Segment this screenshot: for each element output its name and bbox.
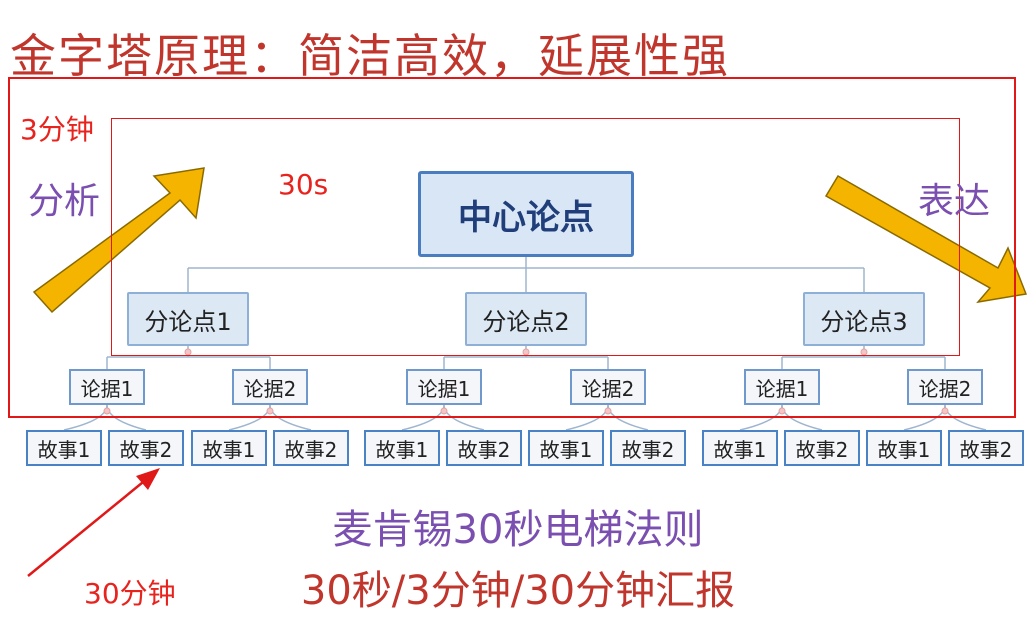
sub-point-box: 分论点3 bbox=[803, 292, 925, 346]
central-argument-box: 中心论点 bbox=[418, 171, 634, 257]
story-box: 故事1 bbox=[364, 430, 440, 466]
story-box: 故事1 bbox=[26, 430, 102, 466]
evidence-box: 论据1 bbox=[69, 369, 145, 405]
story-box: 故事1 bbox=[528, 430, 604, 466]
evidence-box: 论据2 bbox=[907, 369, 983, 405]
thirty-second-frame bbox=[111, 118, 960, 356]
page-title: 金字塔原理：简洁高效，延展性强 bbox=[10, 29, 730, 83]
analysis-label: 分析 bbox=[28, 181, 101, 222]
story-box: 故事2 bbox=[273, 430, 349, 466]
story-box: 故事2 bbox=[108, 430, 184, 466]
story-box: 故事2 bbox=[446, 430, 522, 466]
thirty-min-arrow-icon bbox=[27, 468, 160, 577]
sub-point-box: 分论点1 bbox=[127, 292, 249, 346]
three-minute-frame bbox=[8, 77, 1016, 418]
evidence-box: 论据2 bbox=[570, 369, 646, 405]
report-durations-caption: 30秒/3分钟/30分钟汇报 bbox=[300, 568, 736, 614]
story-box: 故事1 bbox=[866, 430, 942, 466]
thirty-minute-label: 30分钟 bbox=[84, 577, 176, 610]
evidence-box: 论据2 bbox=[232, 369, 308, 405]
story-box: 故事1 bbox=[702, 430, 778, 466]
story-box: 故事2 bbox=[784, 430, 860, 466]
three-minute-label: 3分钟 bbox=[20, 113, 94, 146]
story-box: 故事1 bbox=[191, 430, 267, 466]
story-box: 故事2 bbox=[610, 430, 686, 466]
elevator-rule-caption: 麦肯锡30秒电梯法则 bbox=[332, 507, 704, 553]
evidence-box: 论据1 bbox=[406, 369, 482, 405]
expression-label: 表达 bbox=[918, 181, 991, 222]
sub-point-box: 分论点2 bbox=[465, 292, 587, 346]
expression-arrow-icon bbox=[824, 174, 1028, 304]
thirty-second-label: 30s bbox=[278, 168, 329, 201]
story-box: 故事2 bbox=[948, 430, 1024, 466]
evidence-box: 论据1 bbox=[744, 369, 820, 405]
analysis-arrow-icon bbox=[32, 167, 205, 314]
